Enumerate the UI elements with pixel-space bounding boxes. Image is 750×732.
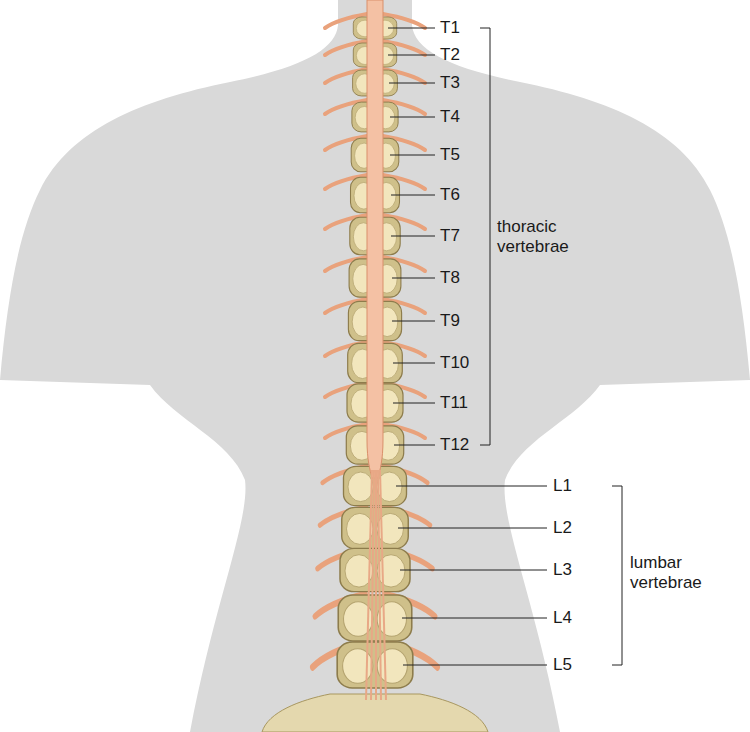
vertebra-label: T11	[440, 393, 468, 413]
vertebra-label: T9	[440, 311, 460, 331]
leader-lines	[388, 28, 547, 665]
vertebra-label: T4	[440, 107, 460, 127]
vertebra-label: L2	[553, 518, 572, 538]
vertebra-label: T6	[440, 185, 460, 205]
vertebra-label: T5	[440, 145, 460, 165]
bracket	[612, 486, 622, 665]
vertebra-label: L4	[553, 608, 572, 628]
vertebra-label: T10	[440, 353, 469, 373]
vertebra-label: T1	[440, 18, 460, 38]
bracket	[480, 28, 490, 445]
vertebra-label: L1	[553, 476, 572, 496]
spinal-cord	[367, 0, 383, 478]
cauda-equina	[366, 470, 386, 700]
vertebra-label: T8	[440, 268, 460, 288]
region-label: thoracic vertebrae	[497, 217, 592, 257]
vertebra-label: T7	[440, 226, 460, 246]
region-label: lumbar vertebrae	[630, 553, 725, 593]
vertebra-label: T2	[440, 45, 460, 65]
vertebra-label: L3	[553, 560, 572, 580]
vertebra-label: T3	[440, 73, 460, 93]
vertebra-label: L5	[553, 655, 572, 675]
vertebra-label: T12	[440, 435, 469, 455]
